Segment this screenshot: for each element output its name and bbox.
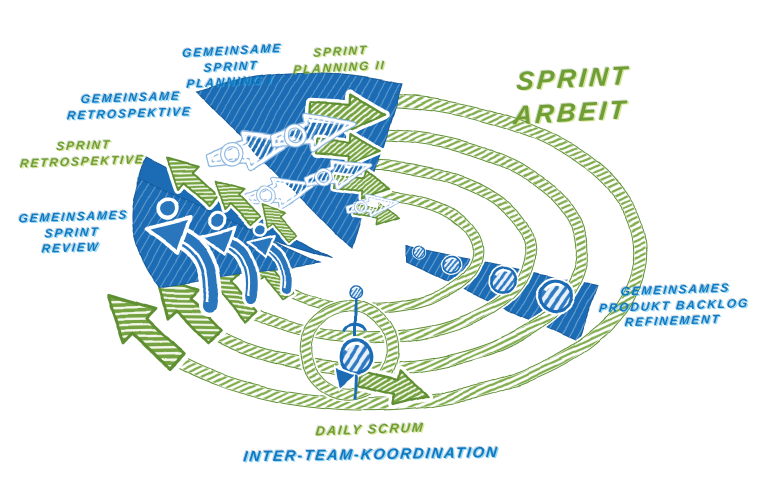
- refinement-sphere-icon: [347, 283, 365, 301]
- refinement-sphere-icon: [486, 263, 520, 297]
- label-sprint-retrospective: SPRINT RETROSPEKTIVE: [19, 136, 146, 172]
- ring-outer: [127, 91, 649, 413]
- ring-inner: [260, 188, 486, 316]
- refinement-sphere-icon: [411, 244, 427, 260]
- label-joint-product-backlog-refinement: GEMEINSAMES PRODUKT BACKLOG REFINEMENT: [597, 280, 751, 332]
- daily-scrum-loop: [297, 298, 433, 413]
- coordination-figure: [333, 298, 379, 400]
- refinement-sphere-icon: [534, 274, 578, 318]
- refinement-sphere-icon: [440, 253, 464, 277]
- label-sprint-planning-2: SPRINT PLANNING II: [293, 42, 388, 78]
- label-joint-sprint-review: GEMEINSAMES SPRINT REVIEW: [15, 208, 129, 259]
- sprint-rings: [91, 91, 649, 413]
- label-line: ARBEIT: [512, 94, 630, 131]
- label-sprint-work: SPRINT ARBEIT: [512, 59, 631, 133]
- label-joint-sprint-planning: GEMEINSAME SPRINT PLANNING I: [179, 41, 283, 93]
- ring-3: [215, 158, 538, 346]
- label-joint-retrospective: GEMEINSAME RETROSPEKTIVE: [66, 88, 193, 124]
